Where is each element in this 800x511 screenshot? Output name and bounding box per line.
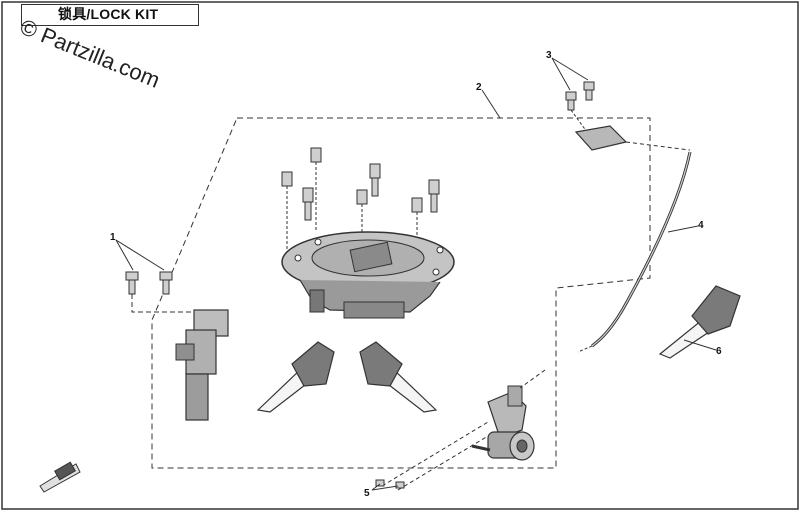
callout-2: 2 (476, 82, 482, 93)
title-box (21, 4, 199, 26)
callout-6: 6 (716, 346, 722, 357)
release-cable (591, 151, 692, 348)
screws-bottom (375, 421, 489, 491)
callout-3: 3 (546, 50, 552, 61)
key-pair (256, 341, 438, 413)
callout-4: 4 (698, 220, 704, 231)
callout-1: 1 (110, 232, 116, 243)
page-title: 锁具/LOCK KIT (58, 6, 159, 22)
cable-bracket (574, 125, 628, 151)
seat-lock (471, 369, 546, 461)
assembly-boundary (151, 117, 651, 469)
spare-key (658, 285, 741, 359)
front-arrow-icon (39, 461, 81, 493)
leader-lines (115, 57, 717, 491)
callout-5: 5 (364, 488, 370, 499)
ignition-lock (125, 271, 229, 421)
fuel-cap-lock (281, 147, 455, 319)
screws-top (565, 81, 595, 133)
